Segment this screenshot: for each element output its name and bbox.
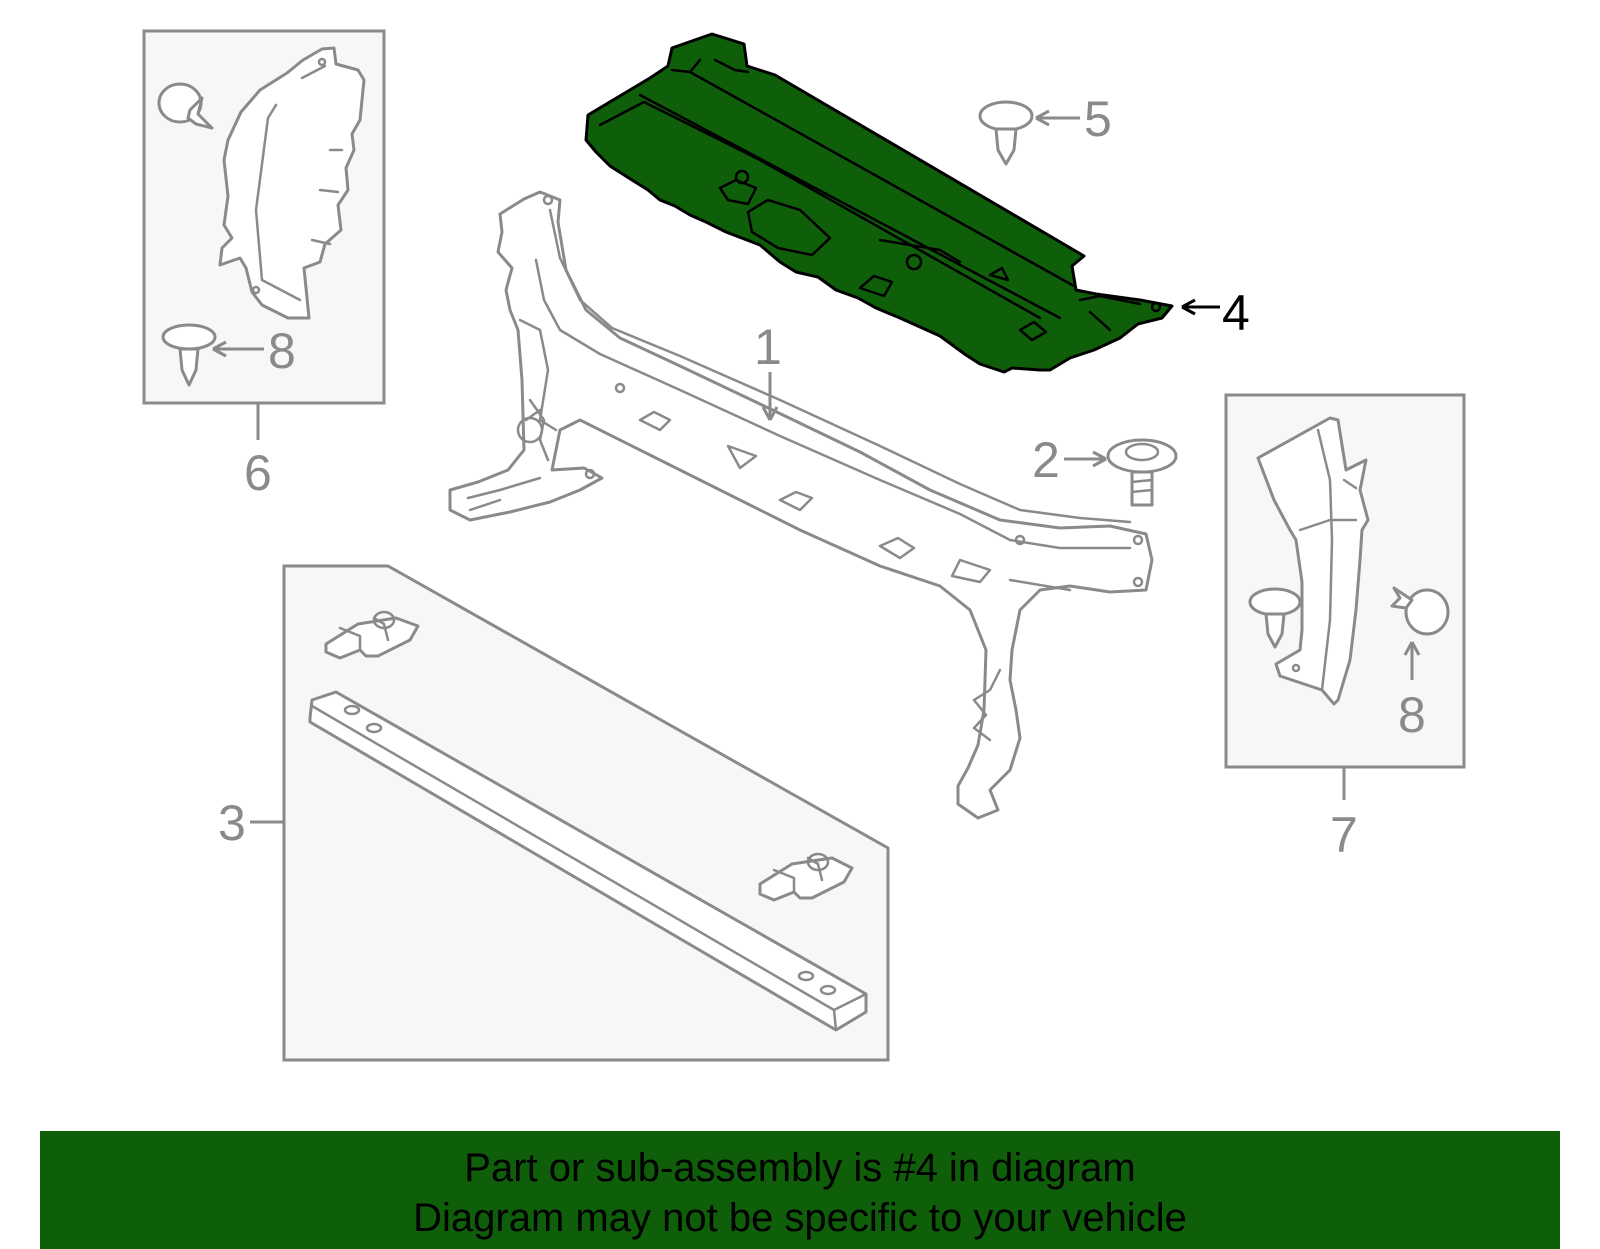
part-8-pushpin[interactable] xyxy=(161,323,217,387)
part-6-deflector[interactable] xyxy=(218,46,366,320)
callout-1: 1 xyxy=(754,319,782,375)
part-7-deflector[interactable] xyxy=(1256,416,1370,706)
callout-3: 3 xyxy=(218,795,246,851)
part-2-bolt[interactable] xyxy=(1106,438,1178,507)
banner-line-1: Part or sub-assembly is #4 in diagram xyxy=(464,1146,1136,1190)
part-3-bar[interactable] xyxy=(308,690,868,1032)
part-6-group[interactable]: 8 6 xyxy=(142,29,386,501)
callout-8-right: 8 xyxy=(1398,687,1426,743)
part-1-frame[interactable] xyxy=(448,190,1154,820)
callout-2: 2 xyxy=(1032,432,1060,488)
part-5-pushpin[interactable] xyxy=(978,100,1034,166)
callout-8-left: 8 xyxy=(268,323,296,379)
info-banner: Part or sub-assembly is #4 in diagram Di… xyxy=(40,1131,1560,1249)
callout-6: 6 xyxy=(244,445,272,501)
part-7-group[interactable]: 8 7 xyxy=(1224,393,1466,863)
part-8-pushpin-right[interactable] xyxy=(1248,587,1302,649)
callout-7: 7 xyxy=(1330,807,1358,863)
part-4-shield-body[interactable] xyxy=(584,32,1174,374)
callout-5: 5 xyxy=(1084,91,1112,147)
part-3-bracket-right[interactable] xyxy=(758,852,854,902)
part-1-radiator-support[interactable] xyxy=(448,190,1154,820)
part-3-bracket-left[interactable] xyxy=(324,610,420,660)
callout-4: 4 xyxy=(1222,285,1250,341)
part-3-group[interactable]: 3 xyxy=(218,564,890,1062)
parts-diagram: 8 6 4 5 1 xyxy=(142,29,1466,1062)
part-8-clip-a[interactable] xyxy=(157,82,214,130)
part-8-clip-b[interactable] xyxy=(1390,586,1450,636)
part-4-upper-shield[interactable] xyxy=(584,32,1174,374)
banner-line-2: Diagram may not be specific to your vehi… xyxy=(413,1196,1187,1240)
